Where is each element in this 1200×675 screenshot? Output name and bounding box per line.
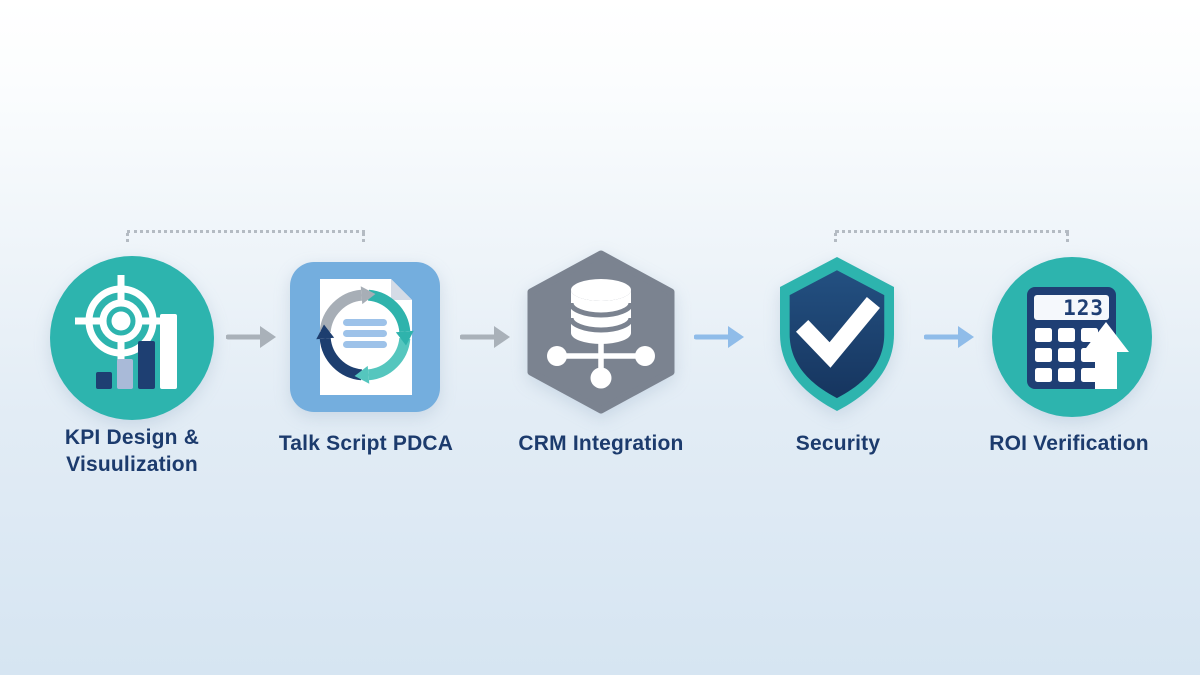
dotted-connector <box>835 230 1069 233</box>
step-label-line: Security <box>795 432 881 455</box>
calculator-display-value: 123 <box>1063 296 1104 320</box>
flow-arrow-icon <box>459 319 512 360</box>
step-label-line: CRM Integration <box>518 432 684 455</box>
flow-arrow-icon <box>693 319 746 360</box>
step-label-line: ROI Verification <box>989 432 1149 455</box>
dotted-connector-end <box>126 233 129 242</box>
calculator-growth-icon: 123 <box>992 257 1152 417</box>
step-talk-script-pdca <box>290 262 440 417</box>
flow-arrow-icon <box>923 319 976 360</box>
step-label: ROI Verification <box>939 430 1199 457</box>
step-label: Security <box>708 430 968 457</box>
dotted-connector-end <box>362 233 365 242</box>
step-label: KPI Design & Visuulization <box>2 424 262 479</box>
step-crm-integration <box>527 250 675 419</box>
step-label: Talk Script PDCA <box>236 430 496 457</box>
step-security <box>762 252 912 421</box>
flow-arrow-icon <box>225 319 278 360</box>
dotted-connector-end <box>834 233 837 242</box>
database-network-icon <box>527 250 675 414</box>
dotted-connector <box>127 230 365 233</box>
target-bar-chart-icon <box>50 256 214 420</box>
step-roi-verification: 123 <box>991 256 1153 423</box>
dotted-connector-end <box>1066 233 1069 242</box>
step-label-line: KPI Design & <box>64 426 200 449</box>
step-label: CRM Integration <box>471 430 731 457</box>
pdca-document-icon <box>290 262 440 412</box>
step-label-line: Talk Script PDCA <box>278 432 454 455</box>
shield-check-icon <box>780 257 894 411</box>
step-label-line: Visuulization <box>66 453 198 477</box>
step-kpi-design <box>49 255 215 426</box>
